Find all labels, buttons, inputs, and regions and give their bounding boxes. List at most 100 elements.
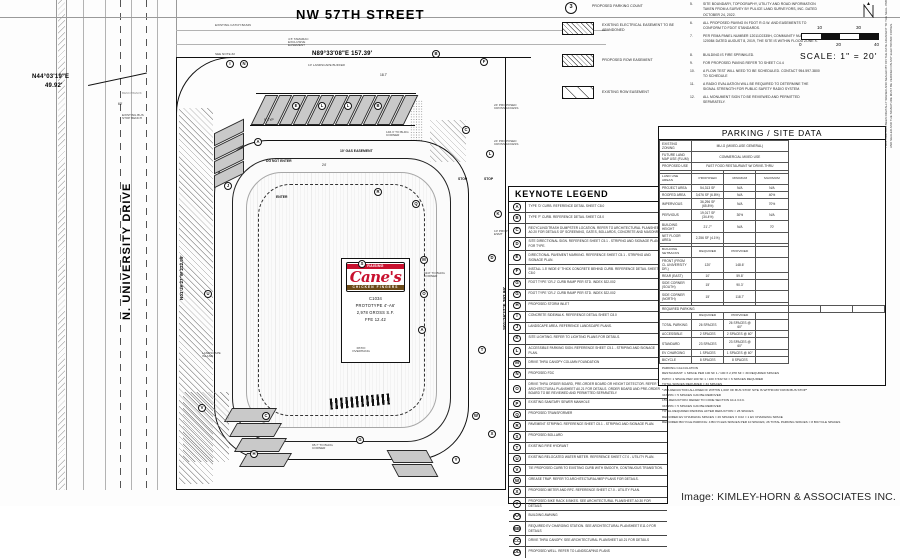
keynote-symbol: X <box>509 486 526 497</box>
logo-wordmark: Cane's <box>349 268 402 287</box>
table-cell: 2 SPACES <box>691 330 725 339</box>
hatch-northeast <box>430 120 466 162</box>
keynote-symbol-c-icon: C <box>513 226 521 235</box>
keynote-symbol: L <box>509 344 526 358</box>
keynote-symbol: AA <box>509 511 526 522</box>
table-cell: N/A <box>723 198 757 211</box>
note-text: ALL MONUMENT SIGN TO BE REVIEWED AND PER… <box>703 95 800 105</box>
parking-calculation-line: 34X15% = 5 SPACES CAN BE REMOVED <box>662 393 722 398</box>
dumpster-enclosure <box>183 392 229 462</box>
table-cell: PROVIDED <box>723 245 757 258</box>
note-number: 11. <box>690 82 695 86</box>
legend-existing-row-label: EXISTING ROW EASEMENT <box>602 90 650 94</box>
keynote-symbol-n-icon: N <box>513 370 521 378</box>
table-cell: REQUIRED <box>691 311 725 321</box>
keynote-symbol: E <box>509 251 526 264</box>
note-text: PER FEMA PANEL NUMBER 12011C0335H, COMMU… <box>703 34 818 44</box>
parking-calculation-line: *15% REDUCTION ALLOWED IF WITHIN 1,000' … <box>662 387 808 392</box>
keynote-text: TYPE 'F' CURB. REFERENCE DETAIL SHEET C8… <box>528 214 604 219</box>
keynote-symbol-v-icon: V <box>513 465 521 474</box>
keynote-text: FDOT TYPE 'CR-J' CURB RAMP PER STD. INDE… <box>528 291 616 296</box>
table-cell: MU-G (MIXED-USE GENERAL) <box>691 139 789 153</box>
note-bldg-corner-146: 146.3' TO BLDG CORNER <box>386 130 409 138</box>
table-row <box>658 243 885 247</box>
table-cell: EXISTING ZONING <box>658 139 693 153</box>
note-see-note-2: SEE NOTE #2 <box>215 52 235 56</box>
keynote-symbol: G <box>509 289 526 300</box>
table-cell: 3,676 SF (6.8%) <box>691 190 725 200</box>
note-landscape-island: LANDSCAPE ISLAND <box>202 351 221 359</box>
table-cell: ACCESSIBLE <box>658 330 693 339</box>
scale-tick-10: 10 <box>817 25 823 30</box>
keynote-symbol-s-icon: S <box>513 432 521 441</box>
keynote-symbol: R <box>509 420 526 431</box>
bearing-right: S01°26'27"E 292.99' <box>502 287 507 330</box>
table-row: REQUIRED PARKING <box>659 304 886 314</box>
table-cell <box>755 231 789 244</box>
table-cell: N/A <box>723 190 757 200</box>
table-cell: 120' <box>691 256 725 274</box>
table-cell: EV CHARGING <box>658 348 693 357</box>
table-cell: 8 SPACES <box>691 355 725 364</box>
table-cell <box>755 272 789 281</box>
keynote-text: PROPOSED TRANSFORMER <box>528 411 573 416</box>
table-cell: PROPOSED <box>691 172 725 185</box>
keynote-text: PROPOSED FDC <box>528 370 555 375</box>
building-code: C1034 <box>368 296 383 301</box>
table-cell: FRONT (FROM CL UNIVERSITY DR.) <box>658 256 693 274</box>
table-cell: 40% <box>755 190 789 200</box>
keynote-symbol: N <box>509 369 526 380</box>
table-cell <box>658 311 693 321</box>
keynote-text: DIRECTIONAL PAVEMENT MARKING. REFERENCE … <box>528 252 651 262</box>
keynote-symbol-bb-icon: BB <box>513 524 521 533</box>
note-elec-easement: 10' PROP ELEC ESMT <box>494 229 517 237</box>
keynote-symbol-f-icon: F <box>513 267 521 275</box>
note-bldg-corner-59: 59.8' TO BLDG CORNER <box>424 271 445 279</box>
sign-enter: ENTER <box>276 195 288 199</box>
note-tamarac-easement: 4.5' TAMARAC EXCLUSIVE EASEMENT <box>288 37 309 48</box>
table-cell <box>755 256 789 274</box>
parking-count-symbol: 3 <box>565 2 577 14</box>
dim-60: 60' <box>118 102 123 106</box>
parcel-boundary <box>176 57 506 490</box>
table-cell <box>723 231 757 244</box>
building-prototype: PROTOTYPE 4'-A6' <box>355 303 396 308</box>
table-row <box>658 302 885 306</box>
parking-calculation-line: 15% REDUCTION: REFER TO CODE SECTION 10-… <box>662 398 746 403</box>
legend-electrical-easement-label: EXISTING ELECTRICAL EASEMENT TO BE ABAND… <box>602 23 674 33</box>
note-text: ALL PROPOSED PAVING IN FDOT R.O.W. AND E… <box>703 21 807 31</box>
keynote-symbol-g-icon: G <box>513 290 521 299</box>
keynote-symbol-x-icon: X <box>513 487 521 496</box>
legend-swatch-electrical-easement <box>562 22 594 35</box>
table-cell <box>755 355 789 364</box>
keynote-text: SITE LIGHTING. REFER TO LIGHTING PLANS F… <box>528 335 621 340</box>
table-row: FUTURE LAND MAP USE (FLUM)COMMERCIAL MIX… <box>658 151 885 164</box>
legend-parking-count-label: PROPOSED PARKING COUNT <box>592 4 643 8</box>
keynote-text: CONCRETE SIDEWALK. REFERENCE DETAIL SHEE… <box>528 313 617 318</box>
parking-calculation-line: REQUIRED BICYCLE PARKING: 4 BICYCLES SPA… <box>662 420 841 425</box>
keynote-row: N PROPOSED FDC <box>509 369 667 381</box>
scale-tick-40: 40 <box>874 42 880 47</box>
legend-swatch-proposed-row <box>562 54 594 67</box>
keynote-symbol-u-icon: U <box>513 454 521 463</box>
bearing-corner-dist: 49.92' <box>45 83 63 89</box>
dim-18: 18.7' <box>380 73 388 77</box>
keynote-symbol: O <box>509 380 526 398</box>
note-text: A FLOW TEST WILL NEED TO BE SCHEDULED. C… <box>703 69 820 79</box>
keynote-symbol-g-icon: G <box>513 279 521 288</box>
table-row: REAR (EAST)10'59.8' <box>658 272 885 281</box>
